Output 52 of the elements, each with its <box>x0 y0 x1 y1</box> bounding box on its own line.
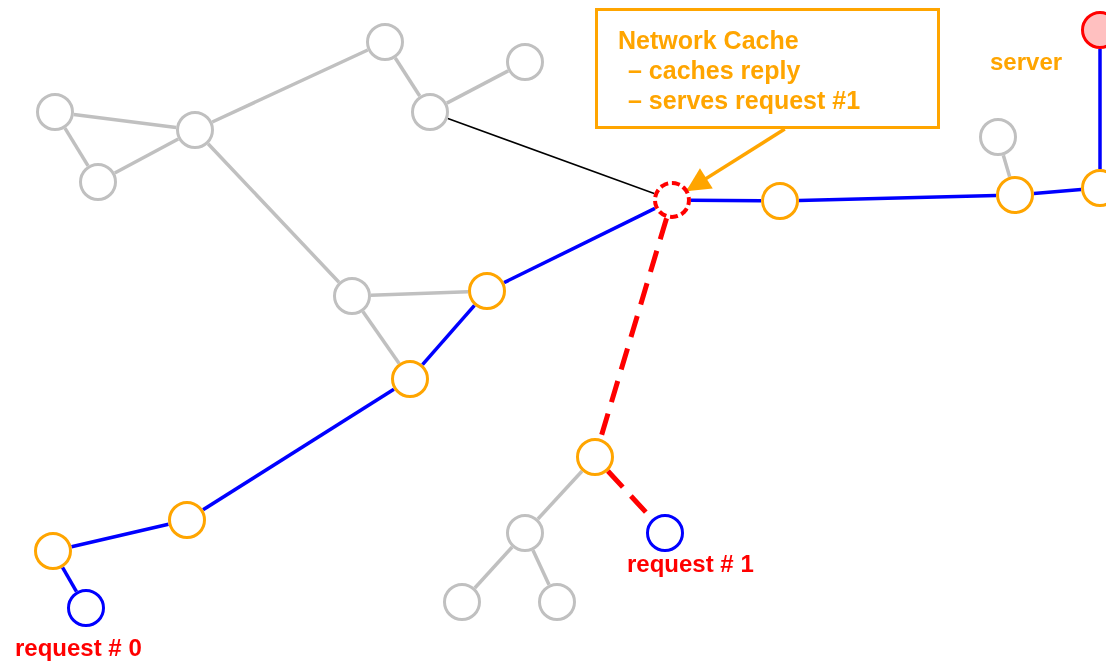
callout-box <box>595 8 940 129</box>
link-line <box>206 142 341 284</box>
link-line <box>63 127 90 167</box>
link-line <box>691 198 761 203</box>
link-line <box>73 112 177 130</box>
network-node <box>391 360 429 398</box>
network-node <box>576 438 614 476</box>
network-node <box>979 118 1017 156</box>
link-line <box>202 387 395 512</box>
callout-heading: Network Cache <box>618 25 800 55</box>
node-label: request # 0 <box>15 634 142 662</box>
network-node <box>79 163 117 201</box>
link-line <box>1098 49 1102 169</box>
network-node <box>411 93 449 131</box>
network-node <box>176 111 214 149</box>
link-line <box>798 193 997 203</box>
network-node <box>36 93 74 131</box>
network-node <box>468 272 506 310</box>
link-line <box>61 566 78 593</box>
leader-arrow <box>686 127 786 192</box>
network-node <box>996 176 1034 214</box>
link-line <box>473 545 514 590</box>
link-line <box>211 48 369 124</box>
link-line <box>1033 187 1082 196</box>
link-line <box>446 69 509 105</box>
network-node <box>761 182 799 220</box>
callout-bullet: – caches reply <box>627 55 802 85</box>
node-label: request # 1 <box>627 550 754 578</box>
network-node <box>34 532 72 570</box>
link-line <box>421 304 476 366</box>
link-line <box>113 137 180 175</box>
link-line <box>447 117 655 195</box>
link-line <box>370 289 469 298</box>
network-node <box>333 277 371 315</box>
link-line <box>536 469 584 521</box>
link-line <box>503 206 656 285</box>
client-node <box>67 589 105 627</box>
client-node <box>646 514 684 552</box>
link-line <box>1001 154 1012 178</box>
link-line <box>393 57 422 97</box>
link-line <box>531 549 551 586</box>
network-node <box>538 583 576 621</box>
callout-bullet: – serves request #1 <box>627 85 862 115</box>
network-node <box>506 514 544 552</box>
link-line <box>71 522 169 549</box>
cache-node <box>653 181 691 219</box>
node-label: server <box>990 48 1063 76</box>
network-node <box>366 23 404 61</box>
link-line <box>361 310 401 365</box>
network-node <box>506 43 544 81</box>
network-node <box>168 501 206 539</box>
network-node <box>443 583 481 621</box>
